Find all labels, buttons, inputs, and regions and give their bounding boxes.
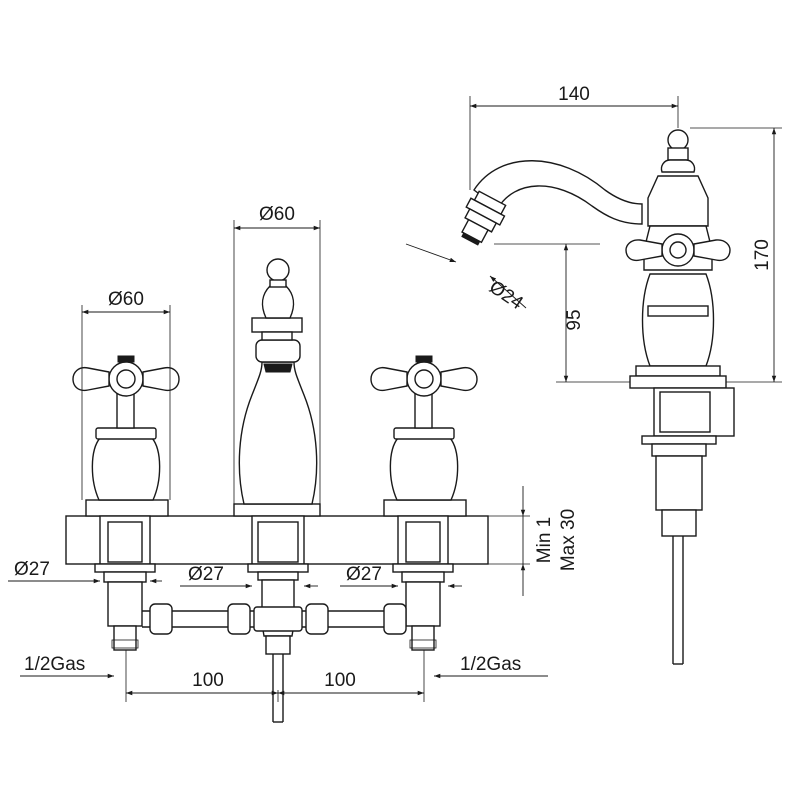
deck-max-label: Max 30 bbox=[558, 509, 579, 571]
front-view: Ø60 Ø60 Ø27 Ø27 Ø27 1/2Gas 1/2Gas bbox=[8, 204, 579, 723]
total-height-label: 170 bbox=[752, 239, 773, 271]
center-spout-body bbox=[233, 258, 321, 723]
spout-diameter-label: Ø60 bbox=[259, 204, 295, 225]
deck-min-label: Min 1 bbox=[534, 517, 555, 563]
spout-height-label: 95 bbox=[564, 309, 585, 330]
dim-handle-diameter: Ø60 bbox=[81, 289, 171, 500]
total-width-label: 140 bbox=[558, 84, 590, 105]
dim-thread: 1/2Gas 1/2Gas bbox=[20, 654, 548, 679]
dim-hole-diameters: Ø27 Ø27 Ø27 bbox=[8, 559, 462, 589]
dim-total-width: 140 bbox=[469, 84, 679, 190]
dim-deck-thickness: Min 1 Max 30 bbox=[488, 486, 579, 596]
left-handle-valve bbox=[72, 355, 180, 651]
dim-total-height: 170 bbox=[690, 127, 782, 383]
aerator-diameter-label: Ø24 bbox=[485, 277, 527, 315]
connecting-pipes bbox=[142, 603, 407, 635]
left-hole-diameter-label: Ø27 bbox=[14, 559, 50, 580]
right-hole-diameter-label: Ø27 bbox=[346, 564, 382, 585]
right-thread-label: 1/2Gas bbox=[460, 654, 521, 675]
left-spacing-label: 100 bbox=[192, 670, 224, 691]
dim-spout-diameter: Ø60 bbox=[233, 204, 321, 504]
dim-aerator-diameter: Ø24 bbox=[405, 243, 527, 315]
left-thread-label: 1/2Gas bbox=[24, 654, 85, 675]
right-spacing-label: 100 bbox=[324, 670, 356, 691]
center-hole-diameter-label: Ø27 bbox=[188, 564, 224, 585]
side-view: 140 170 95 Ø24 bbox=[405, 84, 782, 665]
handle-diameter-label: Ø60 bbox=[108, 289, 144, 310]
dim-spacing: 100 100 bbox=[125, 650, 425, 702]
right-handle-valve bbox=[370, 355, 478, 651]
dim-spout-height: 95 bbox=[494, 243, 630, 383]
